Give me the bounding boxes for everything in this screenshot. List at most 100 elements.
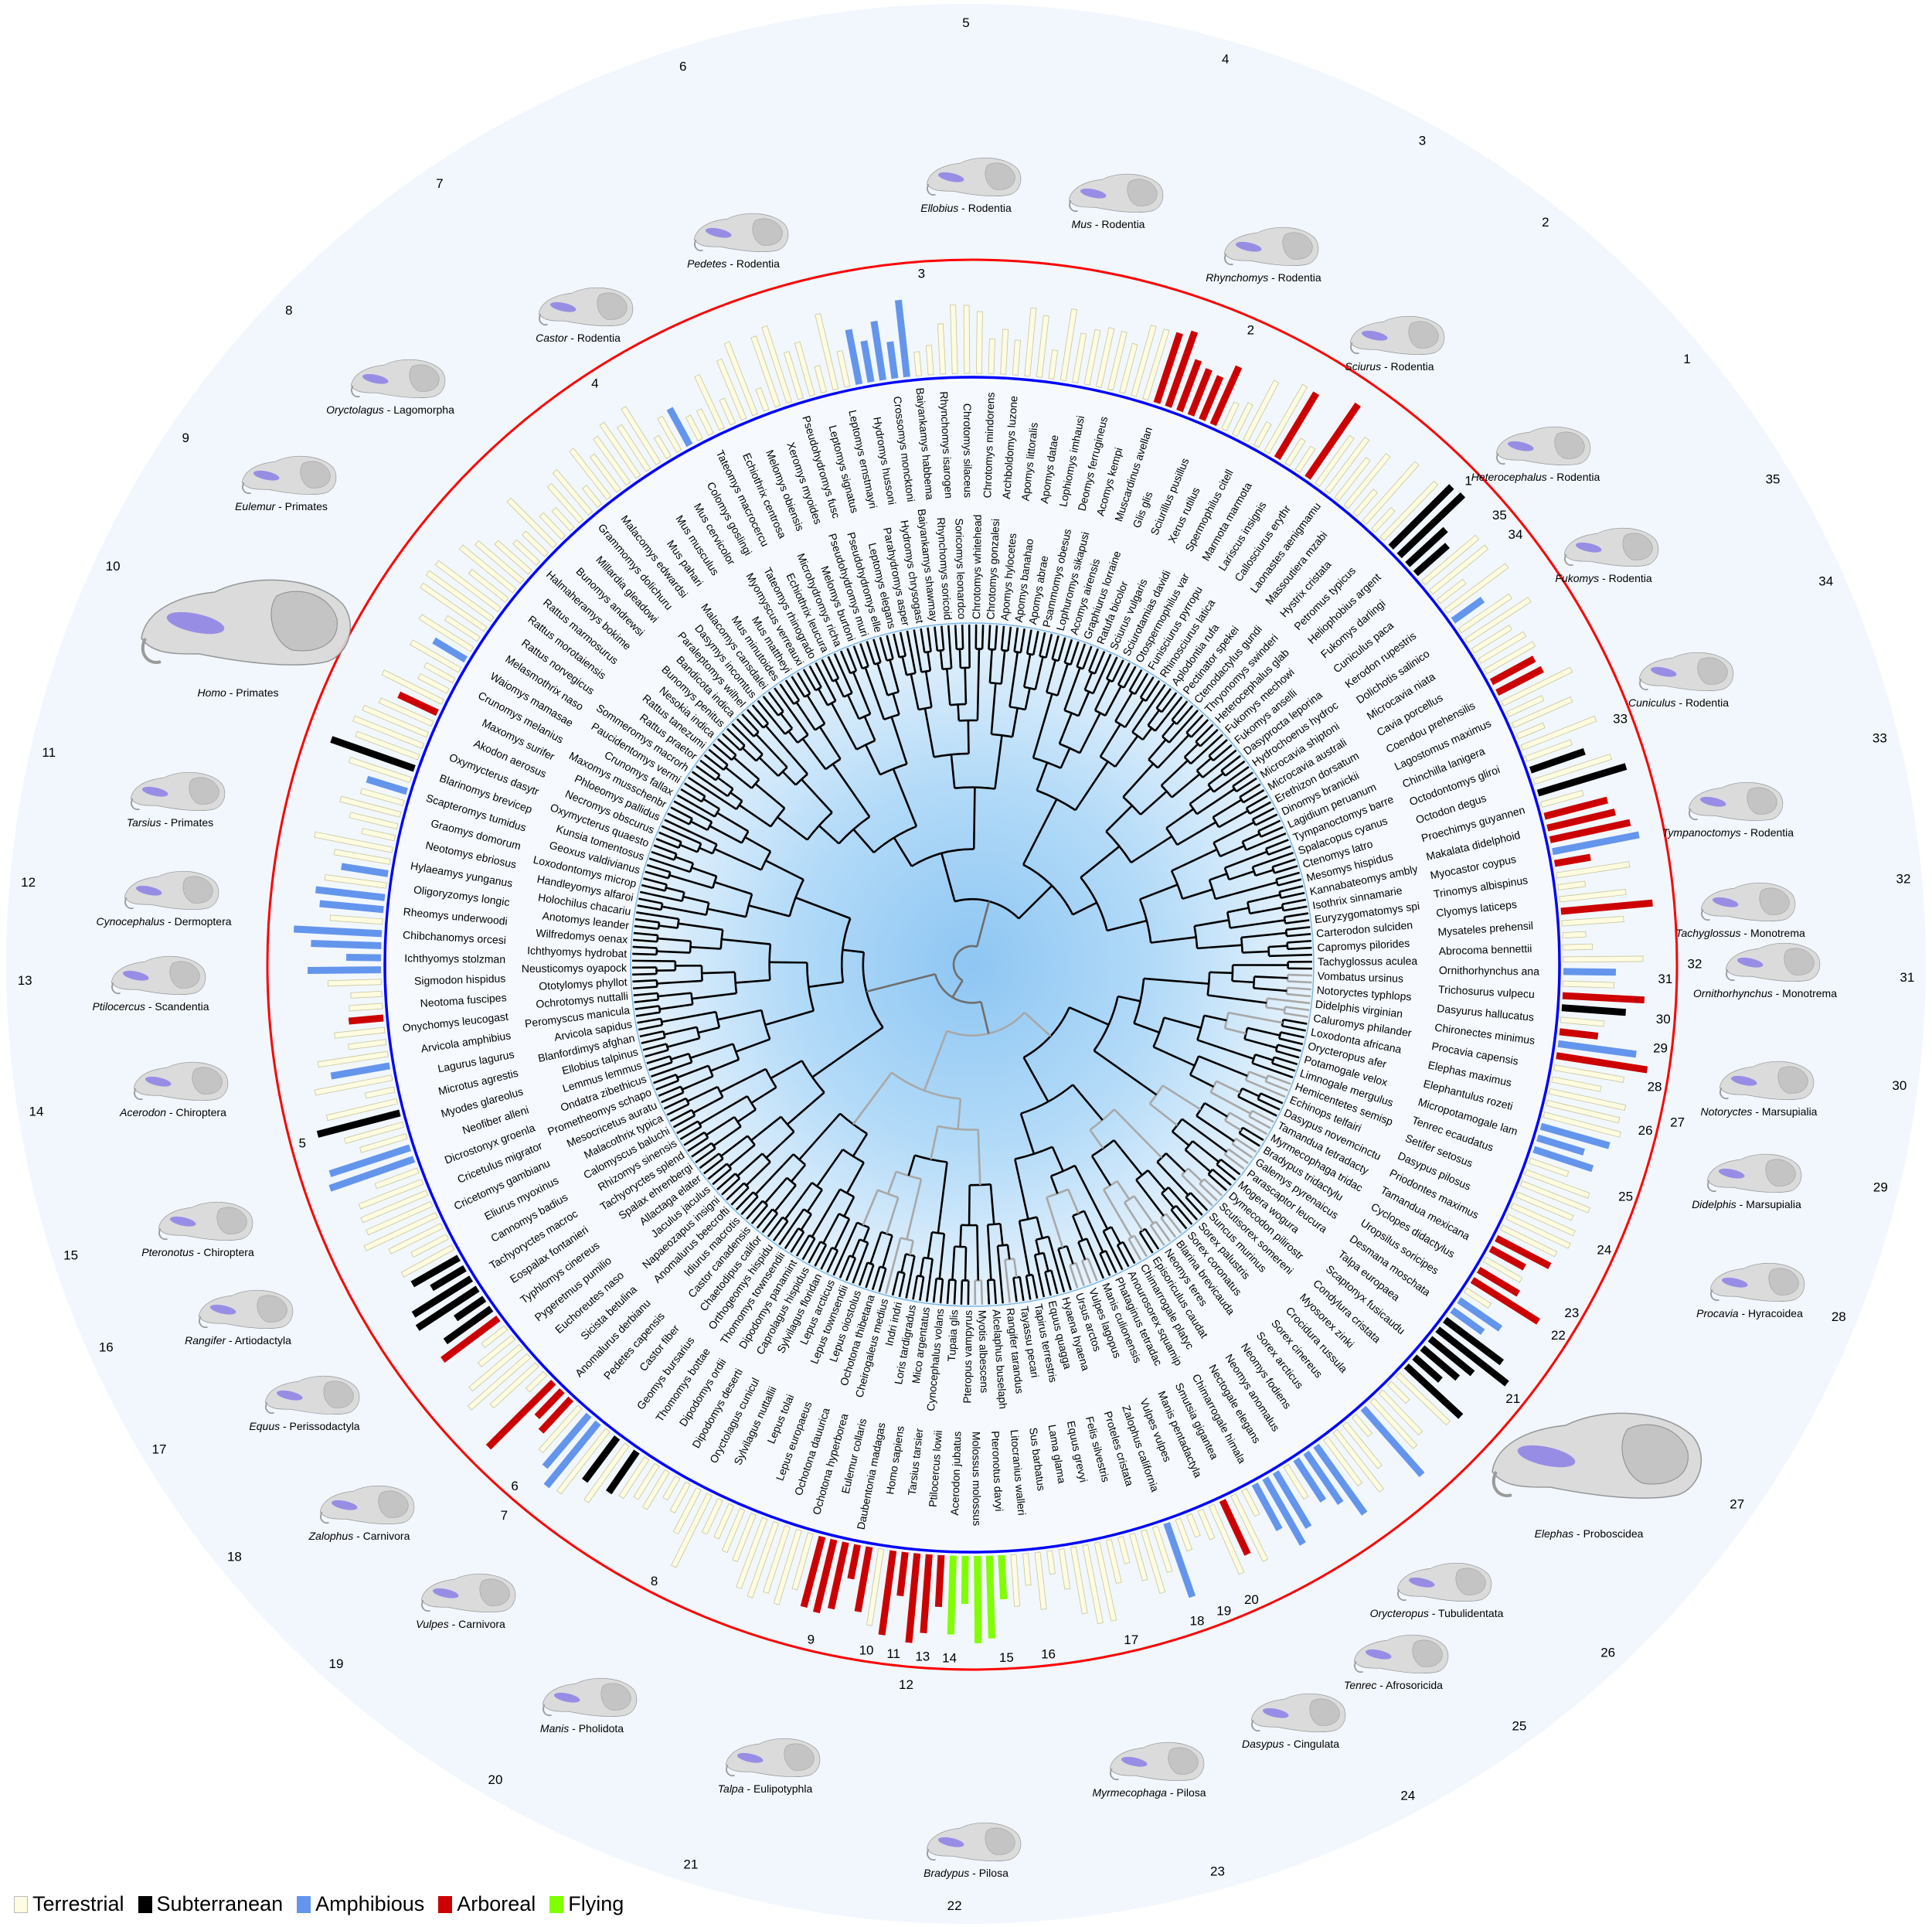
habitat-bar (415, 1285, 480, 1331)
tree-branch (769, 961, 808, 964)
habitat-bar (1559, 889, 1627, 903)
habitat-bar (1334, 457, 1371, 502)
species-label: Soricomys leonardco (953, 518, 968, 619)
tree-branch (1022, 654, 1032, 688)
tree-branch (679, 843, 699, 853)
tree-branch (691, 866, 717, 877)
skull-label: Tympanoctomys - Rodentia (1662, 826, 1794, 839)
tree-branch (1161, 1192, 1175, 1209)
tip-marker: 34 (1509, 527, 1523, 542)
tree-branch (802, 669, 817, 691)
skull-image (350, 359, 446, 398)
tree-branch (665, 887, 685, 894)
tree-branch (632, 959, 675, 962)
tree-branch (816, 1149, 844, 1187)
tree-branch (821, 659, 834, 682)
tree-branch (1284, 912, 1309, 918)
habitat-bar (454, 1295, 487, 1322)
skull-label: Didelphis - Marsupialia (1692, 1198, 1801, 1210)
tip-marker: 19 (1216, 1604, 1231, 1619)
tree-branch (858, 1262, 869, 1286)
species-label: Ornithorhynchus ana (1439, 964, 1539, 978)
habitat-bar (1230, 1493, 1269, 1562)
tree-branch (661, 1091, 684, 1104)
nasal-region-highlight (937, 1837, 964, 1847)
habitat-bar (1412, 1354, 1443, 1383)
skull-number: 27 (1730, 1497, 1744, 1512)
tree-branch (1123, 1201, 1144, 1231)
skull-label: Elephas - Proboscidea (1535, 1527, 1644, 1540)
tree-branch (905, 1255, 916, 1299)
habitat-bar (1396, 1372, 1451, 1426)
tip-marker: 11 (886, 1646, 900, 1661)
skull-order: - Pilosa (969, 1867, 1009, 1879)
skull-image (725, 1738, 821, 1777)
tree-branch (634, 1005, 660, 1010)
tip-marker: 30 (1656, 1012, 1671, 1026)
habitat-bar (1129, 1533, 1148, 1581)
tree-branch (738, 804, 772, 828)
tree-branch (1279, 885, 1304, 893)
habitat-bar (1388, 484, 1454, 550)
tree-branch (852, 1071, 893, 1125)
tree-branch (772, 1220, 789, 1241)
habitat-bar (311, 940, 382, 949)
habitat-bar (974, 1555, 982, 1644)
tree-branch (692, 1096, 723, 1114)
habitat-bar (1524, 1169, 1590, 1199)
tree-branch (679, 1125, 702, 1141)
tree-branch (919, 1257, 925, 1277)
tip-marker: 16 (1041, 1647, 1056, 1662)
tree-branch (690, 820, 709, 831)
skull-number: 20 (488, 1772, 503, 1787)
skull-number: 21 (683, 1857, 698, 1872)
tree-branch (937, 1162, 948, 1234)
tree-branch (740, 1196, 759, 1216)
habitat-bar (1153, 332, 1183, 404)
tree-branch (879, 637, 888, 661)
tree-branch (1252, 852, 1294, 868)
habitat-bar (716, 358, 747, 421)
legend-label: Amphibious (315, 1892, 425, 1915)
habitat-bar (1304, 402, 1361, 480)
habitat-bar (878, 1550, 897, 1636)
habitat-bar (1022, 1553, 1032, 1586)
species-label: Chrotomys silaceus (961, 403, 975, 498)
tree-branch (833, 1218, 851, 1250)
tree-branch (1207, 772, 1224, 786)
habitat-bar (359, 788, 405, 806)
skull-number: 2 (1542, 215, 1549, 230)
tree-branch (1245, 1079, 1286, 1098)
tree-branch (765, 860, 804, 881)
tree-branch (720, 1135, 749, 1157)
tree-branch (1283, 905, 1308, 912)
tree-branch (667, 812, 690, 826)
tree-branch (1032, 631, 1039, 655)
habitat-bar (366, 1200, 434, 1236)
tree-branch (1019, 1276, 1025, 1302)
skull-order: - Rodentia (1268, 271, 1321, 284)
tree-branch (1202, 749, 1237, 778)
habitat-bar (1369, 1398, 1418, 1449)
skull-label: Equus - Perissodactyla (249, 1420, 359, 1432)
tree-branch (1117, 662, 1131, 686)
tree-branch (1255, 813, 1278, 826)
tree-branch (730, 792, 743, 802)
habitat-bar (763, 1525, 791, 1594)
tree-branch (994, 625, 998, 650)
skull-image (1563, 527, 1659, 567)
tree-branch (1133, 1234, 1148, 1258)
skull-order: - Monotrema (1741, 927, 1805, 939)
skull-number: 6 (679, 59, 686, 73)
tree-branch (912, 1275, 919, 1300)
skull-number: 26 (1600, 1646, 1615, 1660)
habitat-bar (410, 639, 462, 673)
habitat-bar (378, 697, 434, 727)
skull-number: 3 (1419, 134, 1426, 148)
habitat-bar (1197, 1508, 1216, 1541)
tree-branch (758, 757, 779, 777)
skull-order: - Pholidota (569, 1722, 624, 1735)
skull-genus: Talpa (718, 1782, 744, 1795)
habitat-bar (1546, 1100, 1621, 1124)
habitat-bar (352, 715, 425, 749)
